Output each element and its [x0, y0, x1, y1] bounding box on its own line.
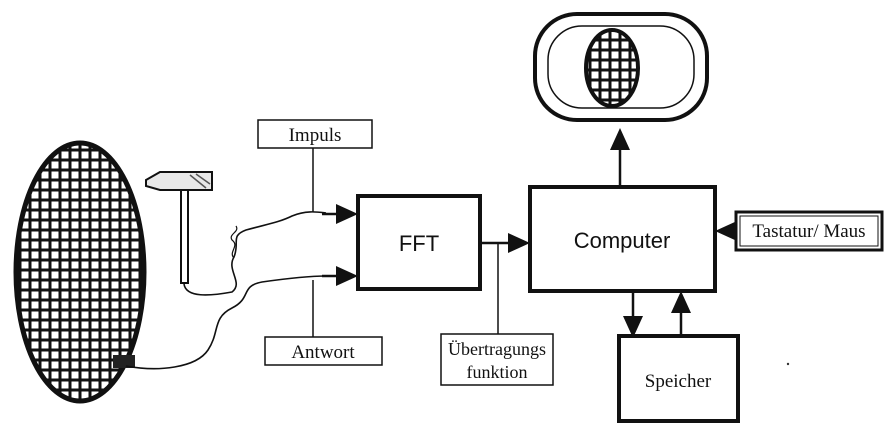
response-label-group: Antwort [264, 280, 383, 366]
impact-hammer-icon [145, 171, 213, 284]
impulse-cable [183, 211, 327, 296]
computer-label: Computer [574, 228, 671, 253]
fft-to-computer-arrowhead [508, 233, 530, 253]
computer-to-monitor-arrowhead [610, 128, 630, 150]
keyboard-mouse-box: Tastatur/ Maus [734, 210, 884, 252]
specimen-mesh-icon [13, 140, 147, 404]
computer-to-storage-arrowhead [623, 316, 643, 338]
fft-box: FFT [356, 194, 482, 291]
storage-label: Speicher [645, 371, 712, 392]
impulse-label-group: Impuls [257, 119, 373, 212]
impulse-label: Impuls [289, 125, 342, 146]
fft-label: FFT [399, 231, 439, 256]
monitor-icon [533, 12, 709, 122]
computer-box: Computer [528, 185, 717, 293]
keyboard-mouse-label: Tastatur/ Maus [752, 221, 865, 242]
scan-dot [786, 362, 790, 366]
accelerometer-icon [113, 355, 135, 368]
response-cable [125, 275, 327, 370]
transfer-function-label-line1: Übertragungs [448, 339, 546, 359]
response-label: Antwort [291, 342, 355, 363]
response-arrowhead [336, 266, 358, 286]
impulse-arrowhead [336, 204, 358, 224]
keyboard-to-computer-arrowhead [715, 221, 737, 241]
storage-box: Speicher [617, 334, 740, 423]
transfer-function-label-line2: funktion [467, 362, 528, 382]
storage-to-computer-arrowhead [671, 291, 691, 313]
transfer-function-label-group: Übertragungs funktion [440, 333, 554, 386]
